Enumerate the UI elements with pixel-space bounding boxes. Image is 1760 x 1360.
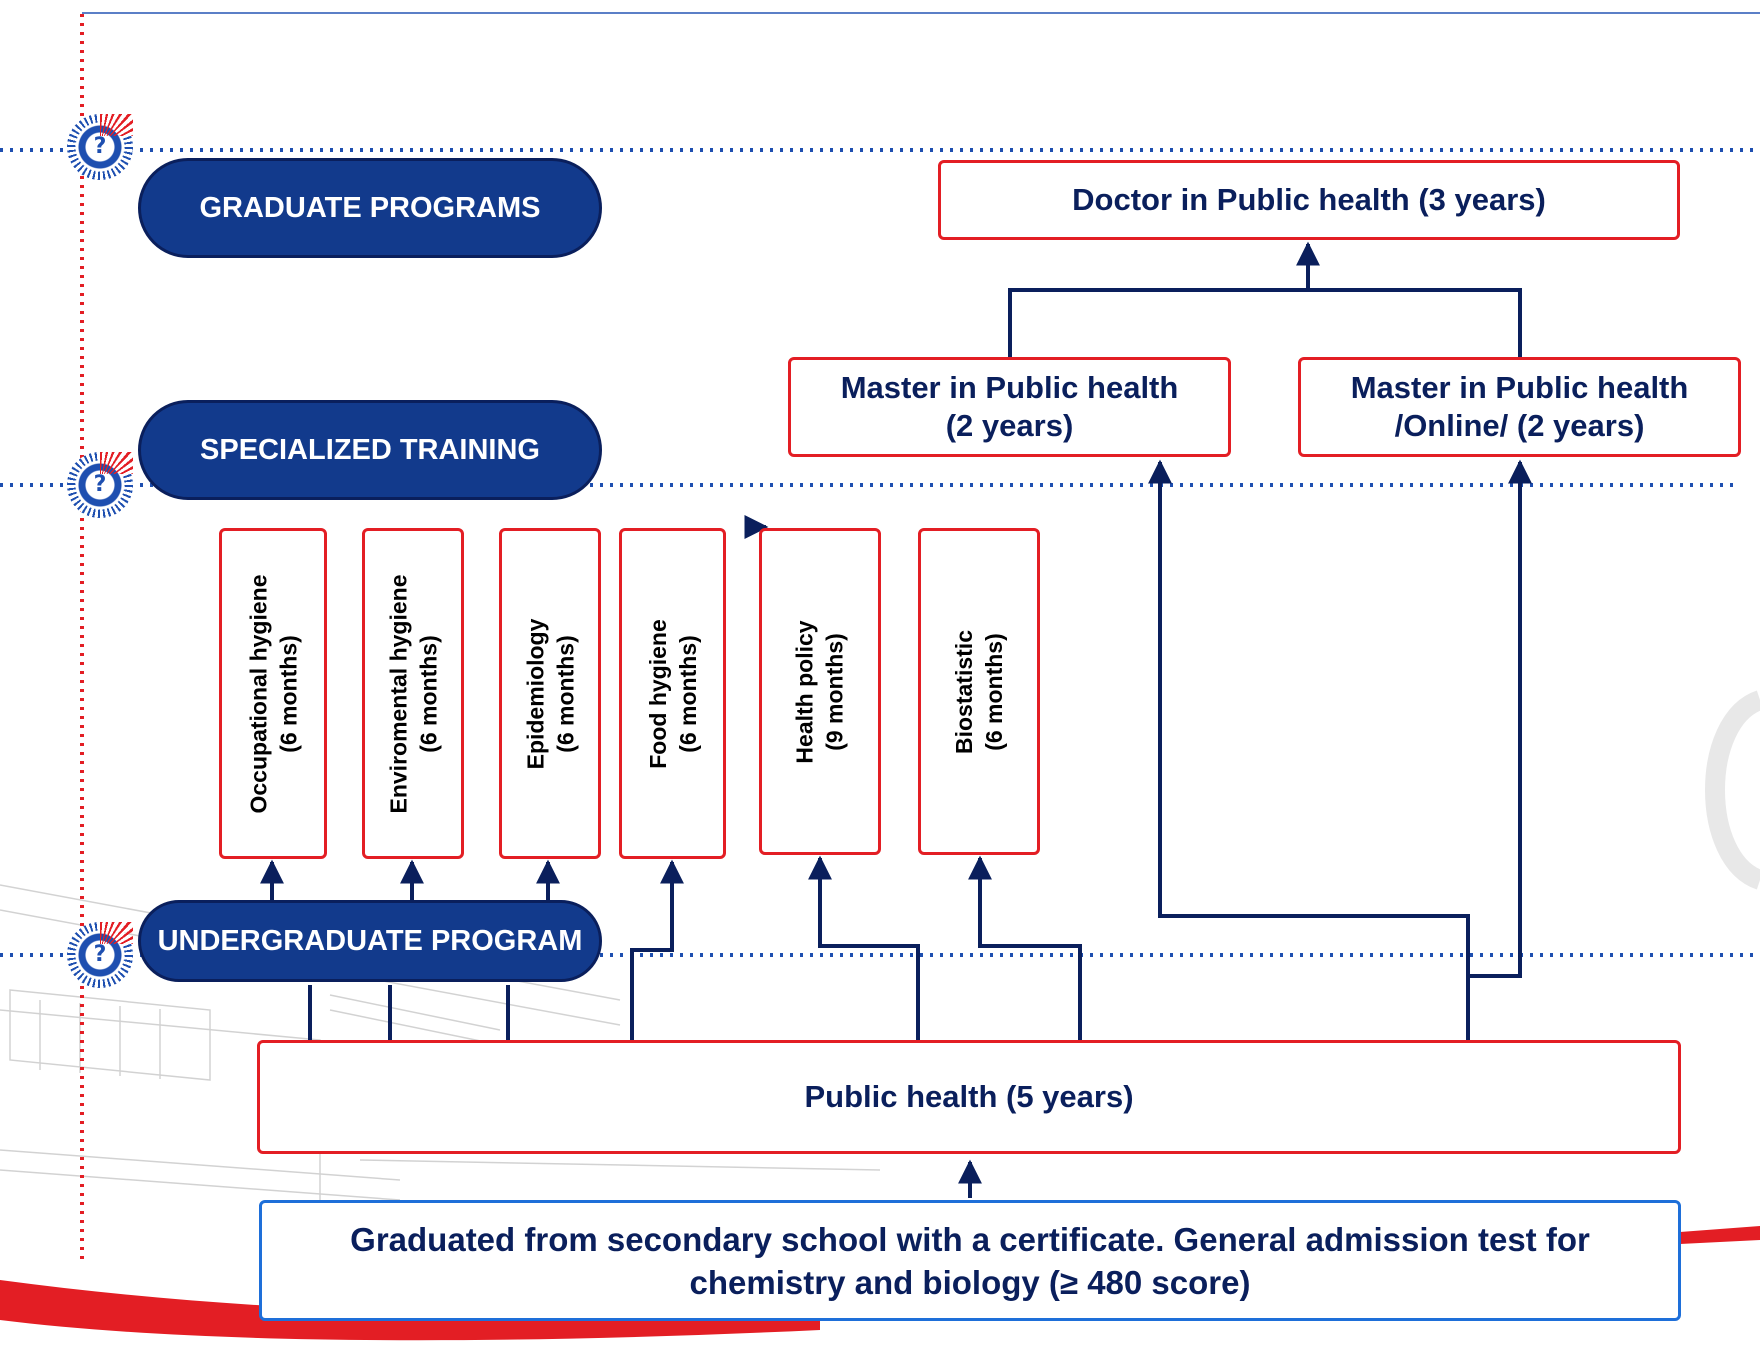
- specialization-label: Biostatistic (6 months): [951, 629, 1008, 754]
- emblem-icon: ?: [67, 452, 133, 518]
- tier-label-graduate: GRADUATE PROGRAMS: [138, 158, 602, 258]
- arrow-to-master-online: [1468, 459, 1532, 978]
- master-box: Master in Public health (2 years): [788, 357, 1231, 457]
- specialization-label: Epidemiology (6 months): [522, 618, 579, 769]
- public-health-box: Public health (5 years): [257, 1040, 1681, 1154]
- specialization-label: Health policy (9 months): [792, 619, 848, 764]
- master-online-box: Master in Public health /Online/ (2 year…: [1298, 357, 1741, 457]
- specialization-enviromental-hygiene: Enviromental hygiene (6 months): [362, 528, 464, 859]
- specialization-epidemiology: Epidemiology (6 months): [499, 528, 601, 859]
- doctor-label: Doctor in Public health (3 years): [1072, 182, 1546, 217]
- arrow-to-occupational-hygiene: [272, 985, 310, 1040]
- specialization-biostatistic: Biostatistic (6 months): [918, 528, 1040, 855]
- tier-label-specialized: SPECIALIZED TRAINING: [138, 400, 602, 500]
- grey-arc: [1705, 690, 1760, 890]
- arrow-to-health-policy: [808, 855, 920, 1040]
- public-health-label: Public health (5 years): [804, 1079, 1134, 1114]
- specialization-food-hygiene: Food hygiene (6 months): [619, 528, 726, 859]
- emblem-icon: ?: [67, 114, 133, 180]
- connectors: [260, 241, 1532, 1198]
- specialization-label: Occupational hygiene (6 months): [245, 574, 301, 813]
- red-swoosh: [0, 1280, 820, 1341]
- arrow-to-biostatistic: [968, 855, 1082, 1040]
- link-master-to-doctor: [1008, 288, 1522, 357]
- doctor-box: Doctor in Public health (3 years): [938, 160, 1680, 240]
- specialization-occupational-hygiene: Occupational hygiene (6 months): [219, 528, 327, 859]
- admission-box: Graduated from secondary school with a c…: [259, 1200, 1681, 1321]
- arrow-to-food-hygiene: [630, 859, 684, 1040]
- master-label: Master in Public health (2 years): [840, 370, 1179, 443]
- specialization-label: Enviromental hygiene (6 months): [385, 573, 442, 814]
- emblem-icon: ?: [67, 922, 133, 988]
- admission-label: Graduated from secondary school with a c…: [350, 1220, 1590, 1301]
- specialization-label: Food hygiene (6 months): [644, 618, 701, 769]
- red-swoosh-right: [1680, 1226, 1760, 1244]
- master-online-label: Master in Public health /Online/ (2 year…: [1350, 370, 1689, 443]
- tier-label-undergraduate: UNDERGRADUATE PROGRAM: [138, 900, 602, 982]
- specialization-health-policy: Health policy (9 months): [759, 528, 881, 855]
